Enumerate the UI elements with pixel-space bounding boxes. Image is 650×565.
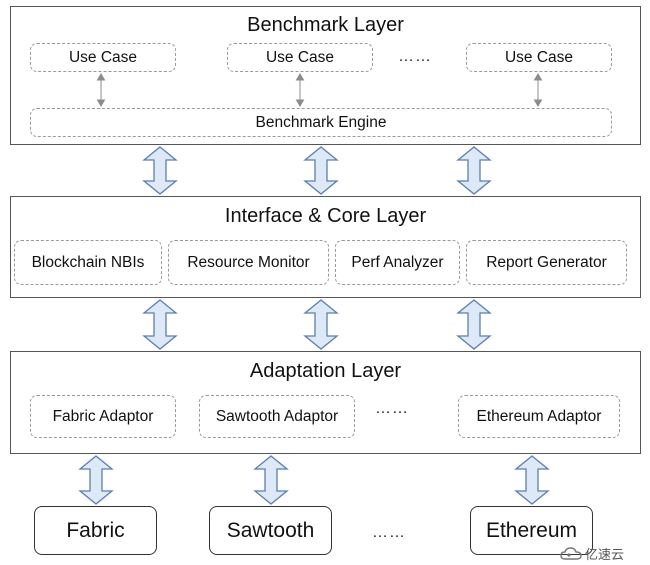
adaptor-ellipsis: …… (375, 400, 409, 417)
benchmark-layer-title: Benchmark Layer (247, 14, 404, 36)
use-case-ellipsis: …… (398, 48, 432, 65)
use-case-2-engine-arrow (295, 73, 305, 107)
module-blockchain-nbis: Blockchain NBIs (14, 240, 162, 285)
use-case-3-engine-arrow (533, 73, 543, 107)
use-case-box-1: Use Case (30, 43, 176, 72)
module-resource-monitor: Resource Monitor (168, 240, 329, 285)
benchmark-core-arrow-1 (142, 146, 178, 195)
cloud-logo-icon (560, 546, 582, 560)
adaptation-layer-title: Adaptation Layer (249, 360, 402, 382)
watermark-text: 亿速云 (585, 547, 625, 562)
blockchain-ellipsis: …… (372, 524, 406, 541)
adaptation-fabric-arrow (78, 455, 114, 505)
benchmark-core-arrow-2 (303, 146, 339, 195)
fabric-adaptor-box: Fabric Adaptor (30, 395, 176, 438)
benchmark-core-arrow-3 (456, 146, 492, 195)
sawtooth-box: Sawtooth (209, 506, 332, 555)
ethereum-adaptor-box: Ethereum Adaptor (458, 395, 620, 438)
adaptation-sawtooth-arrow (253, 455, 289, 505)
core-adaptation-arrow-2 (303, 299, 339, 350)
use-case-1-engine-arrow (96, 73, 106, 107)
use-case-box-3: Use Case (466, 43, 612, 72)
watermark: 亿速云 (560, 544, 624, 563)
core-layer-title: Interface & Core Layer (224, 205, 427, 227)
benchmark-engine-box: Benchmark Engine (30, 108, 612, 137)
module-report-generator: Report Generator (466, 240, 627, 285)
ethereum-box: Ethereum (470, 506, 593, 555)
sawtooth-adaptor-box: Sawtooth Adaptor (199, 395, 355, 438)
fabric-box: Fabric (34, 506, 157, 555)
adaptation-ethereum-arrow (514, 455, 550, 505)
core-adaptation-arrow-3 (456, 299, 492, 350)
use-case-box-2: Use Case (227, 43, 373, 72)
module-perf-analyzer: Perf Analyzer (335, 240, 460, 285)
core-adaptation-arrow-1 (142, 299, 178, 350)
